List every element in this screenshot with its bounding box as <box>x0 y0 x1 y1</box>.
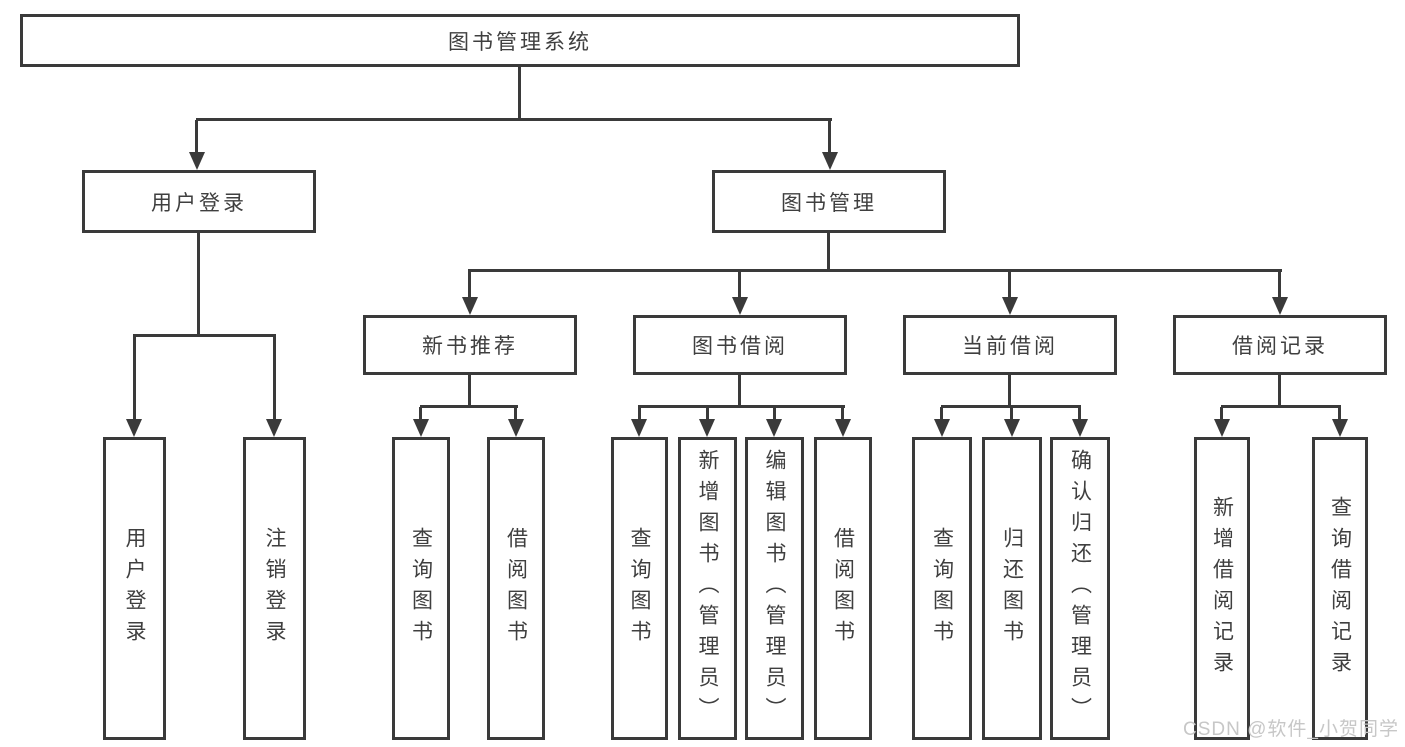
leaf-query-borrow-record: 查询借阅记录 <box>1312 437 1368 740</box>
leaf-add-borrow-record: 新增借阅记录 <box>1194 437 1250 740</box>
arrowhead-icon <box>631 419 647 437</box>
arrowhead-icon <box>699 419 715 437</box>
connector-line <box>468 375 471 408</box>
arrowhead-icon <box>835 419 851 437</box>
connector-line <box>133 335 136 420</box>
node-label: 查询图书 <box>930 526 954 651</box>
leaf-query-books-borrowing: 查询图书 <box>611 437 668 740</box>
node-label: 用户登录 <box>123 526 146 651</box>
leaf-user-login: 用户登录 <box>103 437 166 740</box>
node-user-login: 用户登录 <box>82 170 316 233</box>
connector-line <box>196 118 832 121</box>
connector-line <box>273 335 276 420</box>
connector-line <box>133 334 276 337</box>
arrowhead-icon <box>766 419 782 437</box>
arrowhead-icon <box>732 297 748 315</box>
leaf-borrow-books: 借阅图书 <box>814 437 872 740</box>
arrowhead-icon <box>462 297 478 315</box>
connector-line <box>706 407 709 420</box>
connector-line <box>518 67 521 121</box>
node-label: 图书借阅 <box>692 335 788 358</box>
connector-line <box>468 271 471 298</box>
node-label: 新增图书（管理员） <box>696 449 719 728</box>
connector-line <box>827 232 830 272</box>
connector-line <box>828 120 831 153</box>
leaf-confirm-return-admin: 确认归还（管理员） <box>1050 437 1110 740</box>
connector-line <box>738 271 741 298</box>
node-book-management: 图书管理 <box>712 170 946 233</box>
node-label: 注销登录 <box>263 526 286 651</box>
node-label: 用户登录 <box>151 191 247 215</box>
connector-line <box>1220 407 1223 420</box>
node-label: 查询图书 <box>628 526 651 651</box>
connector-line <box>468 269 1282 272</box>
leaf-query-books-recommend: 查询图书 <box>392 437 450 740</box>
connector-line <box>197 232 200 336</box>
connector-line <box>1078 407 1081 420</box>
connector-line <box>1221 405 1341 408</box>
node-label: 查询图书 <box>409 526 433 651</box>
node-label: 查询借阅记录 <box>1328 495 1352 682</box>
connector-line <box>773 407 776 420</box>
leaf-return-books: 归还图书 <box>982 437 1042 740</box>
connector-line <box>638 405 845 408</box>
node-label: 归还图书 <box>1000 526 1024 651</box>
connector-line <box>1278 375 1281 408</box>
leaf-borrow-books-recommend: 借阅图书 <box>487 437 545 740</box>
node-borrowing-records: 借阅记录 <box>1173 315 1387 375</box>
node-label: 编辑图书（管理员） <box>763 449 786 728</box>
csdn-watermark: CSDN @软件_小贺同学 <box>1183 719 1399 740</box>
arrowhead-icon <box>822 152 838 170</box>
arrowhead-icon <box>934 419 950 437</box>
node-new-book-recommendation: 新书推荐 <box>363 315 577 375</box>
node-label: 借阅图书 <box>831 526 855 651</box>
connector-line <box>195 120 198 153</box>
connector-line <box>1278 271 1281 298</box>
connector-line <box>1338 407 1341 420</box>
connector-line <box>420 405 518 408</box>
leaf-query-books-current: 查询图书 <box>912 437 972 740</box>
arrowhead-icon <box>189 152 205 170</box>
node-root-library-management-system: 图书管理系统 <box>20 14 1020 67</box>
node-current-borrowing: 当前借阅 <box>903 315 1117 375</box>
connector-line <box>514 407 517 420</box>
node-book-borrowing: 图书借阅 <box>633 315 847 375</box>
arrowhead-icon <box>266 419 282 437</box>
node-label: 借阅图书 <box>504 526 528 651</box>
connector-line <box>940 407 943 420</box>
connector-line <box>1010 407 1013 420</box>
connector-line <box>1008 375 1011 408</box>
node-label: 新增借阅记录 <box>1210 495 1234 682</box>
leaf-logout: 注销登录 <box>243 437 306 740</box>
arrowhead-icon <box>1214 419 1230 437</box>
connector-line <box>419 407 422 420</box>
arrowhead-icon <box>1002 297 1018 315</box>
leaf-add-books-admin: 新增图书（管理员） <box>678 437 737 740</box>
node-label: 新书推荐 <box>422 335 518 358</box>
arrowhead-icon <box>126 419 142 437</box>
arrowhead-icon <box>413 419 429 437</box>
connector-line <box>638 407 641 420</box>
connector-line <box>1008 271 1011 298</box>
arrowhead-icon <box>1072 419 1088 437</box>
node-label: 确认归还（管理员） <box>1068 449 1092 728</box>
node-label: 当前借阅 <box>962 335 1058 358</box>
node-label: 图书管理 <box>781 191 877 215</box>
node-label: 借阅记录 <box>1232 335 1328 358</box>
arrowhead-icon <box>508 419 524 437</box>
arrowhead-icon <box>1272 297 1288 315</box>
arrowhead-icon <box>1004 419 1020 437</box>
arrowhead-icon <box>1332 419 1348 437</box>
leaf-edit-books-admin: 编辑图书（管理员） <box>745 437 804 740</box>
connector-line <box>841 407 844 420</box>
connector-line <box>941 405 1081 408</box>
connector-line <box>738 375 741 408</box>
node-label: 图书管理系统 <box>448 30 592 54</box>
